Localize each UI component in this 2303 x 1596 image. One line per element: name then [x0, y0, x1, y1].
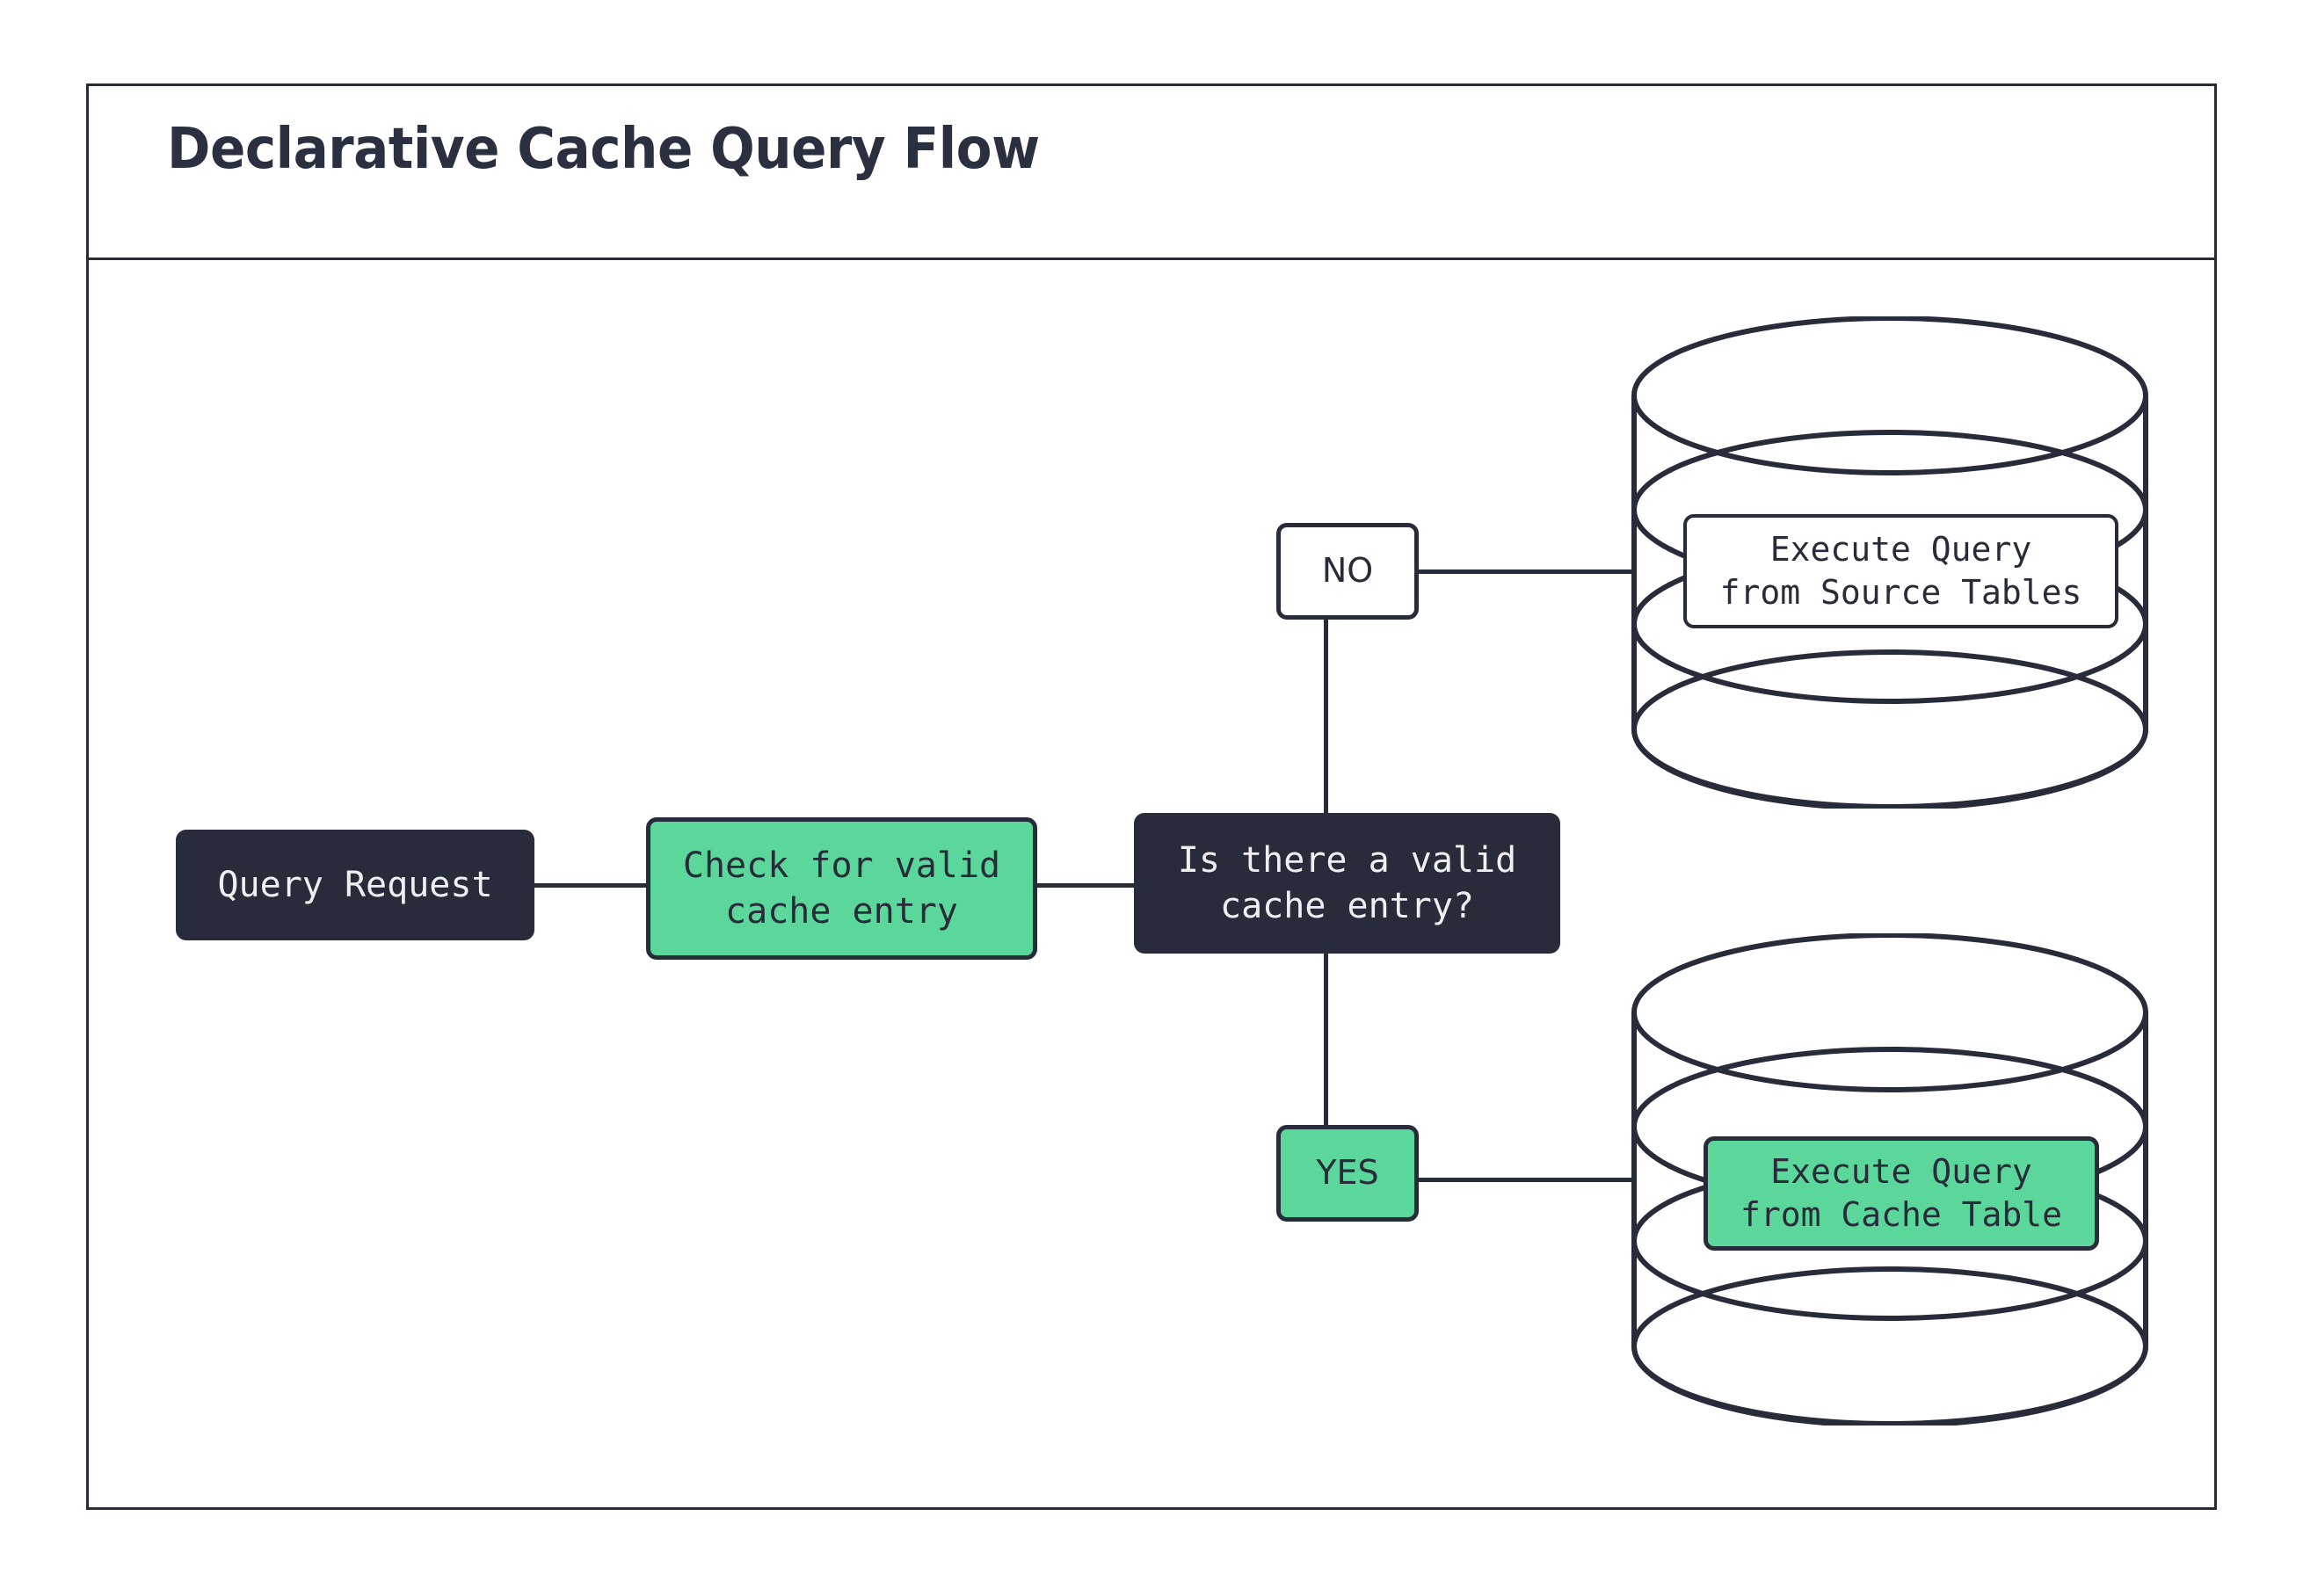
connector-no-to-source-db [1417, 569, 1635, 574]
page-title: Declarative Cache Query Flow [167, 117, 1040, 182]
node-query-request[interactable]: Query Request [176, 830, 534, 940]
node-execute-query-from-source-tables[interactable]: Execute Query from Source Tables [1683, 514, 2118, 628]
connector-check-to-decision [1020, 883, 1136, 888]
database-cylinder-source [1631, 316, 2149, 811]
title-bar: Declarative Cache Query Flow [86, 83, 2217, 260]
node-check-for-valid-cache-entry[interactable]: Check for valid cache entry [646, 817, 1037, 960]
connector-decision-to-no [1324, 571, 1328, 816]
edge-label-no[interactable]: NO [1276, 523, 1419, 620]
node-execute-query-from-cache-table[interactable]: Execute Query from Cache Table [1704, 1136, 2099, 1251]
edge-label-yes[interactable]: YES [1276, 1125, 1419, 1222]
connector-request-to-check [533, 883, 648, 888]
database-cylinder-cache [1631, 932, 2149, 1428]
connector-yes-to-cache-db [1417, 1178, 1635, 1182]
node-decision-valid-cache-entry[interactable]: Is there a valid cache entry? [1134, 813, 1560, 954]
connector-decision-to-yes [1324, 952, 1328, 1128]
